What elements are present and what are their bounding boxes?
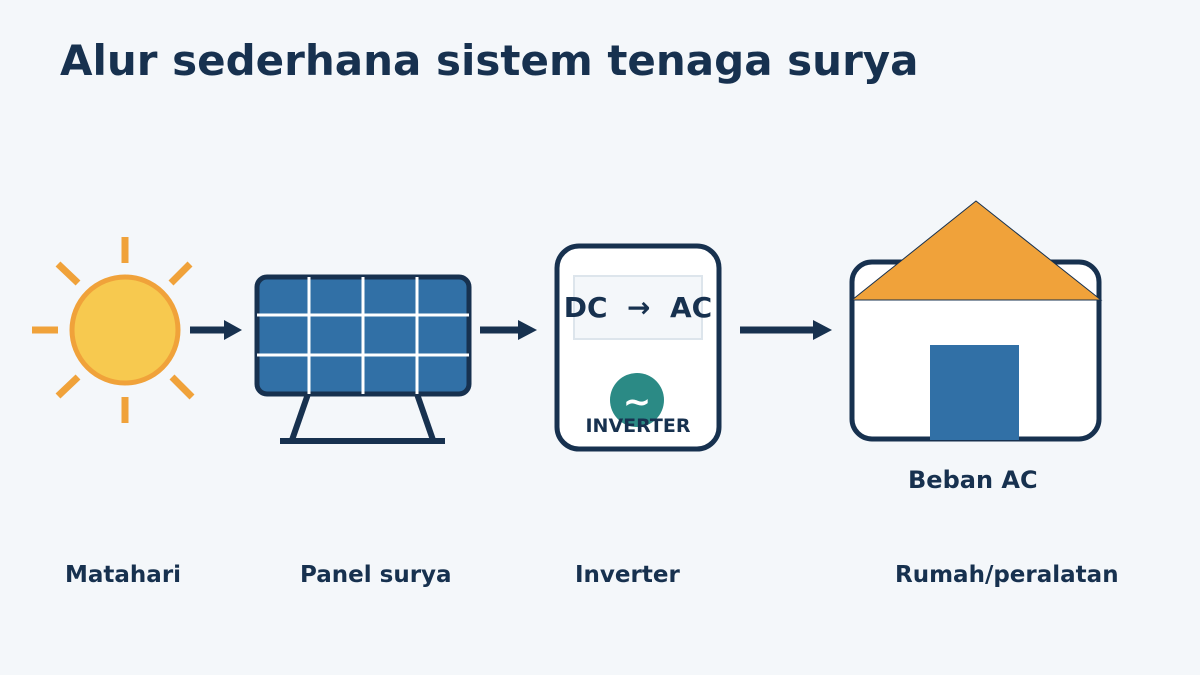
svg-text:DC → AC: DC → AC	[564, 291, 712, 324]
caption-house: Rumah/peralatan	[895, 562, 1119, 588]
sun-icon	[32, 237, 195, 423]
flow-arrow-panel-to-inverter	[480, 320, 537, 340]
inverter-arrow: →	[627, 291, 650, 324]
inverter-dc-label: DC	[564, 291, 608, 324]
inverter-icon: DC → AC ~ INVERTER	[554, 243, 722, 452]
house-door	[930, 345, 1019, 440]
diagram-title: Alur sederhana sistem tenaga surya	[60, 36, 919, 85]
caption-sun: Matahari	[65, 562, 182, 588]
caption-inverter: Inverter	[575, 562, 680, 588]
house-icon	[849, 200, 1103, 442]
inverter-label: INVERTER	[585, 415, 690, 437]
flow-arrow-sun-to-panel	[190, 320, 242, 340]
ac-wave-badge	[610, 373, 664, 427]
flow-arrow-inverter-to-house	[740, 320, 832, 340]
inverter-ac-label: AC	[670, 291, 712, 324]
ac-load-label: Beban AC	[908, 466, 1038, 494]
wave-icon: ~	[623, 382, 652, 422]
solar-panel-icon	[254, 274, 472, 444]
caption-panel: Panel surya	[300, 562, 452, 588]
